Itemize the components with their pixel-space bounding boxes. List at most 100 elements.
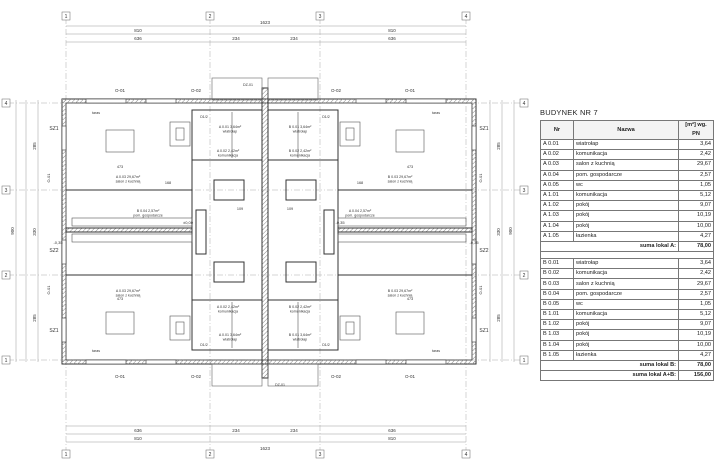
room-tag-id: A 0.02 2,42m² <box>217 305 240 309</box>
sum-label: suma lokal A+B: <box>540 370 679 382</box>
table-cell: A 0.03 <box>540 159 574 171</box>
room-tag-name: salon z kuchnią <box>388 294 413 298</box>
door-code: D1/2 <box>200 343 208 347</box>
room-tag-name: salon z kuchnią <box>388 180 413 184</box>
table-cell: 2,57 <box>678 288 714 300</box>
table-cell: B 0.03 <box>540 278 574 290</box>
sum-row: suma lokal A:78,00 <box>540 240 714 253</box>
table-cell: 10,19 <box>678 210 714 222</box>
grid-bubble-bottom-box <box>61 449 71 459</box>
room-tag-id: A 0.04 2,57m² <box>349 209 372 213</box>
dim-top-part: 636 <box>388 36 396 41</box>
table-cell: pokój <box>573 200 679 212</box>
sum-value: 78,00 <box>678 240 714 253</box>
spacer-cell <box>540 251 714 260</box>
sum-label: suma lokal A: <box>540 240 679 253</box>
window-code-left: SZ1 <box>49 126 58 132</box>
building-label: BUDYNEK NR 7 <box>540 108 598 117</box>
dim-bottom-part: 234 <box>290 428 298 433</box>
dim-top-part: 234 <box>290 36 298 41</box>
grid-bubble-top: 4 <box>465 14 468 20</box>
sum-value: 78,00 <box>678 359 714 372</box>
table-cell: 4,27 <box>678 230 714 242</box>
room-dimension: 473 <box>407 165 413 169</box>
window-code-left: SZ2 <box>49 248 58 254</box>
level-mark: -0,35 <box>469 240 479 245</box>
window-code-right: SZ1 <box>479 126 488 132</box>
grid-bubble-bottom: 3 <box>319 452 322 458</box>
interior-walls <box>65 87 473 379</box>
table-cell: B 0.01 <box>540 258 574 270</box>
dim-right-total: 900 <box>508 227 513 235</box>
room-tag-id: A 0.03 29,67m² <box>116 175 141 179</box>
column-header: Nazwa <box>573 120 679 140</box>
dimension-lines <box>15 25 515 443</box>
table-cell: A 0.05 <box>540 179 574 191</box>
entrance-bays <box>211 77 319 387</box>
table-cell: 9,07 <box>678 319 714 331</box>
table-cell: 10,00 <box>678 339 714 351</box>
terrace-label: taras <box>92 111 100 115</box>
furniture <box>71 121 467 341</box>
grid-bubble-bottom-box <box>461 449 471 459</box>
table-cell: 1,05 <box>678 179 714 191</box>
column-header: [m²] wg. PN <box>678 120 714 140</box>
level-mark: -0,35 <box>335 220 345 225</box>
table-cell: pokój <box>573 220 679 232</box>
room-tag-id: B 0.02 2,42m² <box>289 149 312 153</box>
room-tag-id: A 0.02 2,42m² <box>217 149 240 153</box>
table-cell: 2,42 <box>678 268 714 280</box>
sum-label: suma lokal B: <box>540 359 679 372</box>
room-tag-name: pom. gospodarcze <box>345 214 375 218</box>
room-tag-name: wiatrołap <box>223 130 237 134</box>
table-cell: wiatrołap <box>573 138 679 151</box>
grid-bubble-left: 3 <box>5 188 8 194</box>
terrace-label: taras <box>92 349 100 353</box>
grid-bubble-right-box <box>519 270 529 280</box>
room-tag-name: komunikacja <box>218 154 238 158</box>
room-dimension: 109 <box>237 207 243 211</box>
room-dimension: 473 <box>117 297 123 301</box>
grid-bubble-right-box <box>519 98 529 108</box>
grid-bubble-top: 1 <box>65 14 68 20</box>
grid-bubble-left-box <box>1 98 11 108</box>
door-code: D1/2 <box>322 115 330 119</box>
window-code-bottom: O-02 <box>331 374 342 379</box>
table-cell: B 0.05 <box>540 298 574 311</box>
table-cell: pokój <box>573 319 679 331</box>
grid-bubble-right: 2 <box>523 273 526 279</box>
window-code-side: O-01 <box>46 173 51 183</box>
dim-right-part: 330 <box>496 228 501 236</box>
room-tag-id: B 0.03 29,67m² <box>388 175 413 179</box>
door-code: D1/2 <box>322 343 330 347</box>
grid-bubble-top-box <box>61 11 71 21</box>
table-cell: 9,07 <box>678 200 714 212</box>
table-cell: pom. gospodarcze <box>573 288 679 300</box>
room-dimension: 109 <box>287 207 293 211</box>
table-cell: 10,19 <box>678 329 714 341</box>
room-tag-name: wiatrołap <box>223 338 237 342</box>
grid-bubble-right: 1 <box>523 358 526 364</box>
door-code: D1/2 <box>200 115 208 119</box>
table-cell: A 1.04 <box>540 220 574 232</box>
table-cell: B 1.04 <box>540 339 574 351</box>
dim-bottom-half: 810 <box>388 436 396 441</box>
room-tag-name: komunikacja <box>218 310 238 314</box>
room-tag-id: B 0.01 3,64m² <box>289 333 312 337</box>
table-cell: B 0.02 <box>540 268 574 280</box>
terrace-label: taras <box>432 111 440 115</box>
dim-left-part: 330 <box>32 228 37 236</box>
sum-row: suma lokal B:78,00 <box>540 359 714 372</box>
